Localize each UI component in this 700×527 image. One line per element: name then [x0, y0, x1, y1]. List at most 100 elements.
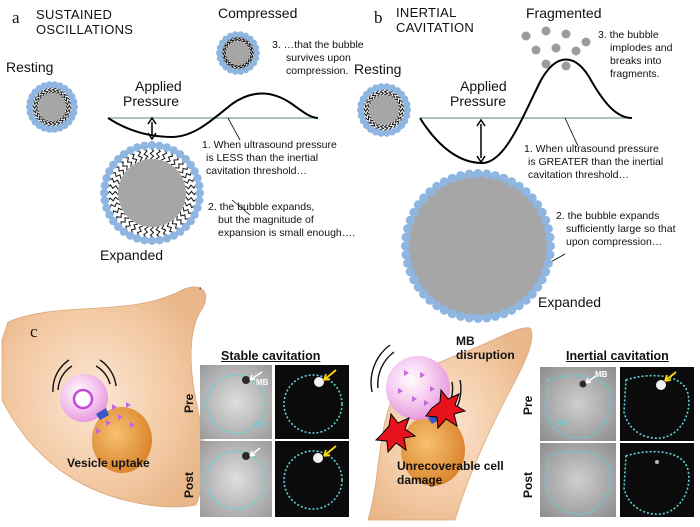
applied-pressure-b-2: Pressure — [450, 93, 507, 109]
note-a3-line1: 3. …that the bubble — [272, 39, 364, 51]
wave-arc-icon — [52, 359, 117, 393]
note-a3-line3: compression. — [286, 65, 349, 77]
mb-label-inertial-pre: MB — [595, 370, 608, 379]
inertial-cavitation-title: Inertial cavitation — [566, 349, 669, 363]
note-a1-line2: is LESS than the inertial — [206, 152, 319, 164]
resting-label-b: Resting — [354, 61, 402, 77]
pressure-wave-a — [107, 92, 319, 139]
double-arrow-icon — [147, 116, 157, 141]
vesicle-markers-inertial — [398, 370, 435, 406]
note-b3-line3: breaks into — [610, 55, 662, 67]
vesicle-markers-stable — [96, 402, 135, 434]
nucleus-inertial — [401, 414, 465, 486]
microbubble-inertial — [386, 356, 450, 420]
row-label-inertial-pre: Pre — [521, 395, 535, 415]
note-b2-line2: sufficiently large so that — [566, 223, 676, 235]
cell-outline-stable-post — [206, 450, 266, 510]
micrograph-stable-pre-fluor — [275, 365, 349, 439]
stable-cavitation-title: Stable cavitation — [221, 349, 321, 363]
vesicle-uptake-label: Vesicle uptake — [67, 456, 150, 470]
note-b2-line1: 2. the bubble expands — [556, 210, 660, 222]
row-label-stable-pre: Pre — [182, 393, 196, 413]
bubble-compressed — [216, 31, 260, 75]
note-b1-line3: cavitation threshold… — [528, 169, 629, 181]
panel-b-heading-1: INERTIAL — [396, 5, 457, 20]
cell-outline-inertial-post-fluor — [623, 450, 690, 515]
expanded-label-b: Expanded — [538, 294, 602, 310]
cell-label-stable-pre: Cell — [254, 420, 269, 429]
note-a2-line2: but the magnitude of — [218, 214, 314, 226]
micrograph-inertial-post-fluor — [620, 443, 694, 517]
mb-label-stable-pre: MB — [256, 378, 269, 387]
note-b1-line2: is GREATER than the inertial — [528, 156, 664, 168]
note-a1-line1: 1. When ultrasound pressure — [202, 139, 337, 151]
panel-b-letter: b — [374, 8, 383, 27]
fluorescent-spot — [314, 377, 324, 387]
applied-pressure-a-2: Pressure — [123, 93, 180, 109]
arrow-icon — [323, 445, 337, 457]
arrow-icon — [664, 371, 677, 382]
mb-disruption-line1: MB — [456, 334, 475, 348]
mb-disruption-line2: disruption — [456, 348, 515, 362]
applied-pressure-b-1: Applied — [460, 78, 507, 94]
note-a1-line3: cavitation threshold… — [206, 165, 307, 177]
leader-line-a1 — [227, 117, 241, 141]
micrograph-stable-post-fluor — [275, 441, 349, 517]
cell-outline-inertial-pre — [545, 374, 612, 439]
arrow-icon — [585, 375, 597, 384]
cell-outline-inertial-post — [545, 450, 612, 515]
cell-label-inertial-pre: Cell — [556, 418, 571, 427]
cell-damage-line2: damage — [397, 473, 443, 487]
panel-a-letter: a — [12, 8, 20, 27]
panel-a-heading-2: OSCILLATIONS — [36, 22, 134, 37]
fragmented-label: Fragmented — [526, 5, 602, 21]
micrograph-inertial-pre-bright — [540, 367, 616, 441]
bubble-resting-b — [357, 83, 411, 137]
stray-mark: ‘ — [199, 285, 202, 297]
resting-label-a: Resting — [6, 59, 54, 75]
arrow-icon — [323, 369, 337, 381]
note-b2-line3: upon compression… — [566, 236, 663, 248]
micrograph-inertial-pre-fluor — [620, 367, 694, 441]
cell-outline-stable-pre — [206, 374, 266, 434]
arrow-icon — [249, 447, 261, 457]
microbubble-dot — [242, 452, 250, 460]
cell-outline-stable-post-fluor — [283, 450, 343, 510]
panel-c-letter: c — [30, 322, 38, 341]
leader-line-a2 — [231, 199, 251, 216]
cell-damage-line1: Unrecoverable cell — [397, 459, 504, 473]
fluorescent-spot — [313, 453, 323, 463]
leader-line-b1 — [564, 117, 579, 147]
note-b3-line4: fragments. — [610, 68, 660, 80]
burst-icon — [374, 388, 467, 454]
panel-b-heading-2: CAVITATION — [396, 20, 475, 35]
pressure-wave-b — [419, 58, 633, 165]
microbubble-dot — [579, 380, 587, 388]
cell-outline-stable-pre-fluor — [283, 374, 343, 434]
cell-outline-inertial-pre-fluor — [623, 374, 690, 439]
note-a2-line3: expansion is small enough…. — [218, 227, 356, 239]
fluorescent-spot — [655, 460, 659, 464]
micrograph-inertial-post-bright — [540, 443, 616, 517]
bubble-fragments — [521, 26, 591, 71]
microbubble-dot — [242, 376, 250, 384]
compressed-label: Compressed — [218, 5, 298, 21]
applied-pressure-a-1: Applied — [135, 78, 182, 94]
micrograph-stable-post-bright — [200, 441, 272, 517]
bubble-resting-a — [26, 81, 78, 133]
bubble-expanded-b — [401, 169, 556, 323]
expanded-label-a: Expanded — [100, 247, 164, 263]
note-a3-line2: survives upon — [286, 52, 351, 64]
arrow-icon — [249, 371, 263, 381]
note-a2-line1: 2. the bubble expands, — [208, 201, 315, 213]
note-b3-line2: implodes and — [610, 42, 673, 54]
uptake-marker-stable — [96, 408, 109, 420]
row-label-inertial-post: Post — [521, 471, 535, 498]
bubble-expanded-a — [100, 141, 204, 245]
micrograph-stable-pre-bright — [200, 365, 272, 439]
row-label-stable-post: Post — [182, 471, 196, 498]
microbubble-core-stable — [72, 388, 94, 410]
double-arrow-icon — [476, 118, 486, 164]
panel-a-heading-1: SUSTAINED — [36, 7, 113, 22]
